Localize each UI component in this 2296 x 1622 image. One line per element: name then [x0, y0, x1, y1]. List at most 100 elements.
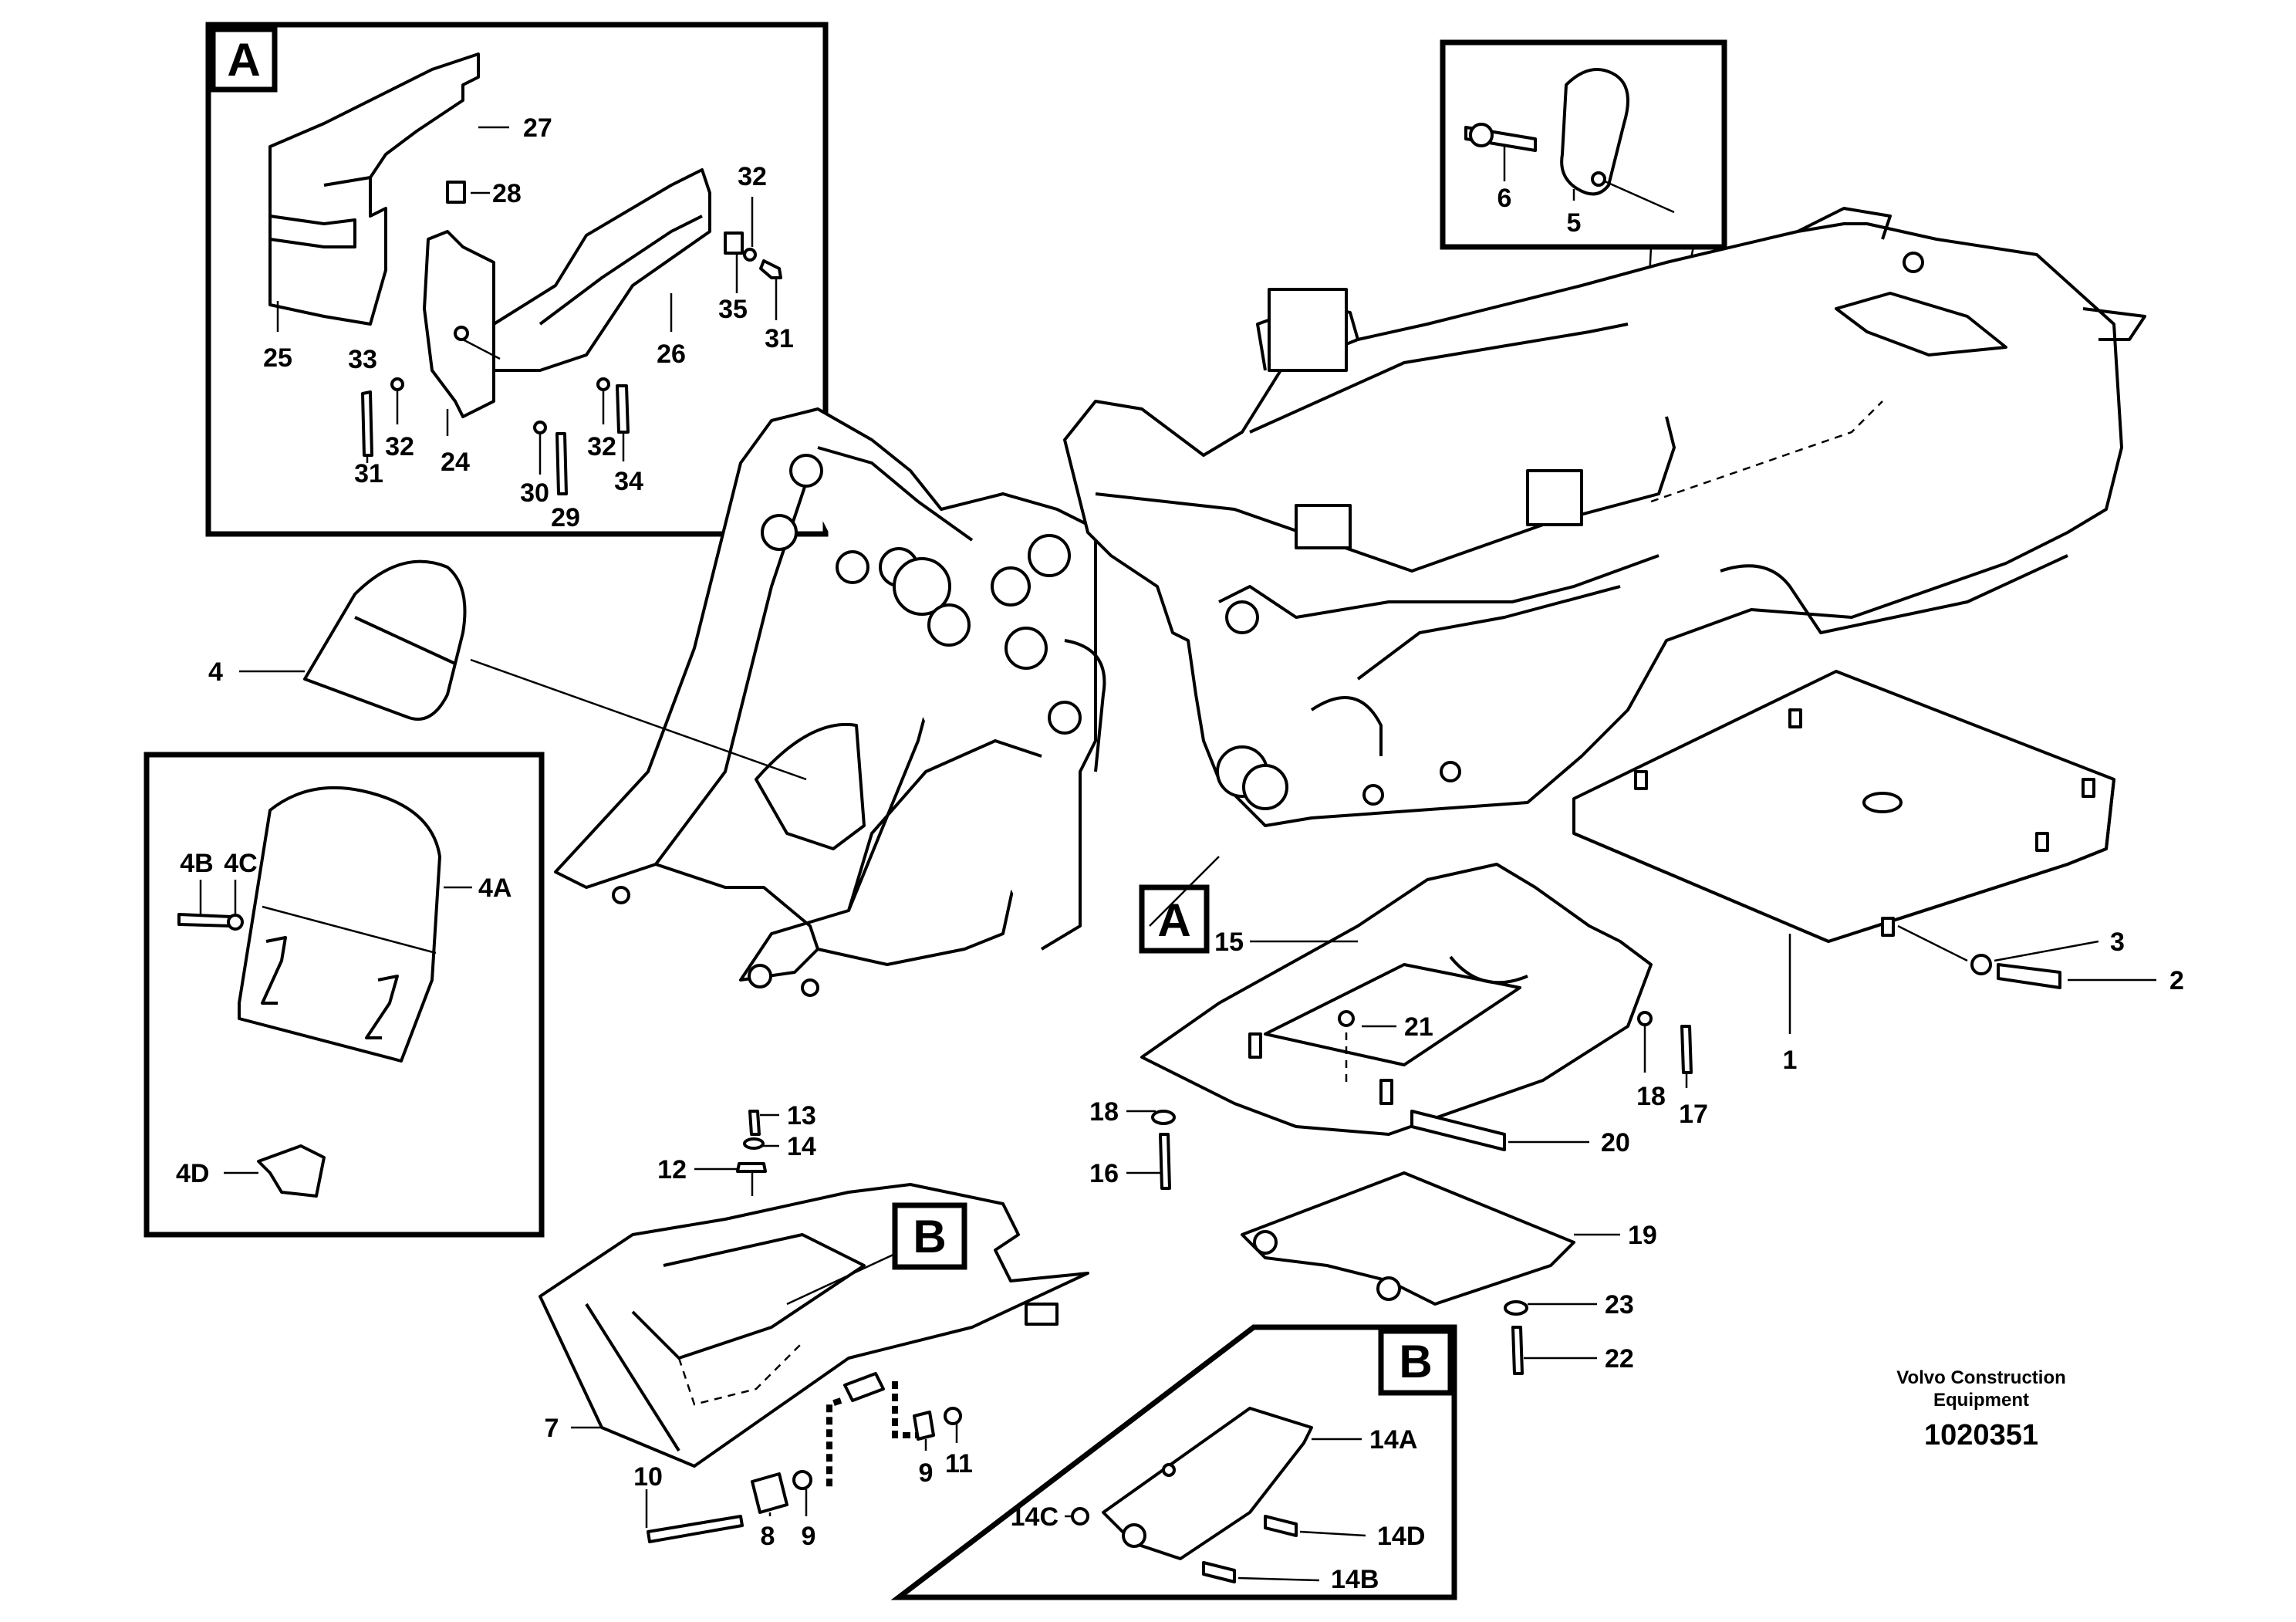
label-4b: 4B	[180, 849, 213, 878]
label-31-b: 31	[354, 459, 383, 488]
label-5: 5	[1567, 208, 1582, 238]
label-14: 14	[787, 1132, 816, 1161]
washer-33	[454, 326, 469, 341]
front-frame	[554, 407, 1106, 997]
label-34: 34	[614, 467, 643, 496]
bolt-16	[1159, 1133, 1171, 1190]
label-13: 13	[787, 1101, 816, 1130]
label-4c: 4C	[224, 849, 257, 878]
label-14b: 14B	[1331, 1565, 1379, 1594]
bolt-14b	[1202, 1561, 1236, 1583]
label-9-a: 9	[919, 1458, 934, 1488]
drawing-number: 1020351	[1924, 1419, 2038, 1451]
cover-4	[303, 559, 467, 721]
label-33: 33	[348, 345, 377, 374]
label-11: 11	[945, 1449, 973, 1478]
label-19: 19	[1628, 1221, 1657, 1250]
label-26: 26	[657, 340, 686, 369]
label-18-b: 18	[1636, 1082, 1666, 1111]
spacer-35	[724, 231, 744, 255]
cover-7	[539, 1183, 1089, 1468]
label-28: 28	[492, 179, 522, 208]
label-22: 22	[1605, 1344, 1634, 1374]
label-7: 7	[545, 1414, 559, 1443]
bolt-4b	[177, 913, 233, 928]
label-30: 30	[520, 478, 549, 508]
bolt-29	[555, 432, 568, 495]
washer-32-a	[743, 248, 757, 262]
label-20: 20	[1601, 1128, 1630, 1157]
bolt-14d	[1264, 1515, 1298, 1537]
ref-box-a: A	[1139, 884, 1210, 954]
brand-line-1: Volvo Construction	[1896, 1367, 2066, 1388]
floor-plate-15	[1140, 863, 1653, 1136]
label-14a: 14A	[1369, 1425, 1417, 1455]
ref-box-b: B	[892, 1202, 967, 1270]
washer-14	[743, 1137, 765, 1150]
washer-11	[944, 1407, 962, 1425]
bolt-20	[1410, 1110, 1506, 1151]
label-9-b: 9	[802, 1522, 816, 1551]
detail-box-a-label: A	[227, 34, 260, 86]
label-6: 6	[1497, 184, 1512, 213]
label-35: 35	[718, 295, 748, 324]
clip-4d	[257, 1144, 326, 1198]
bracket-24	[423, 230, 495, 418]
cover-panel-27	[268, 52, 480, 326]
label-18-a: 18	[1089, 1097, 1119, 1127]
bolt-34	[616, 384, 630, 434]
detail-box-b: B 14A 14C 14D 14B	[890, 1324, 1457, 1600]
label-32-a: 32	[738, 162, 767, 191]
washer-30	[533, 421, 547, 434]
footer-block: Volvo Construction Equipment 1020351	[1896, 1367, 2066, 1451]
label-1: 1	[1783, 1046, 1798, 1075]
detail-box-4a: 4B 4C 4A 4D	[144, 752, 545, 1238]
label-3: 3	[2110, 928, 2125, 957]
label-21: 21	[1404, 1012, 1433, 1042]
belly-plate-1	[1572, 670, 2115, 1034]
detail-box-plug: 6 5	[1440, 39, 1727, 250]
washer-3	[1970, 954, 1992, 975]
ref-box-b-label: B	[913, 1211, 946, 1262]
label-4: 4	[208, 657, 223, 687]
washer-12	[736, 1162, 767, 1173]
bolt-31-a	[759, 259, 782, 279]
washer-14c	[1071, 1507, 1089, 1526]
label-31-a: 31	[765, 324, 794, 353]
label-24: 24	[441, 448, 470, 477]
label-27: 27	[523, 113, 552, 143]
bolt-31-b	[361, 390, 373, 457]
label-32-c: 32	[587, 432, 616, 461]
brand-line-2: Equipment	[1933, 1390, 2029, 1411]
cover-plate-4a	[238, 786, 441, 1063]
washer-4c	[227, 914, 244, 931]
bolt-22	[1511, 1326, 1524, 1375]
bushing-upper	[843, 1372, 885, 1402]
bolt-13	[748, 1110, 761, 1136]
washer-32-b	[390, 377, 404, 391]
label-10: 10	[633, 1462, 663, 1492]
label-14c: 14C	[1011, 1502, 1059, 1532]
label-25: 25	[263, 343, 292, 373]
washer-23	[1504, 1300, 1528, 1316]
bolt-2	[1997, 963, 2061, 989]
label-17: 17	[1679, 1100, 1708, 1129]
ref-box-a-label: A	[1157, 894, 1190, 946]
washer-9	[792, 1470, 812, 1490]
detail-box-a: A	[205, 22, 829, 537]
label-4a: 4A	[478, 874, 512, 903]
washer-18-a	[1151, 1110, 1176, 1125]
label-4d: 4D	[176, 1159, 209, 1188]
bushing-8	[751, 1472, 788, 1514]
bolt-17	[1680, 1025, 1693, 1074]
bolt-6-head	[1469, 123, 1494, 147]
nut-28	[446, 181, 466, 204]
label-2: 2	[2169, 966, 2184, 995]
detail-box-b-label: B	[1399, 1336, 1432, 1387]
plate-19	[1241, 1171, 1575, 1306]
bushing-9	[913, 1411, 935, 1441]
bolt-10	[647, 1515, 744, 1543]
label-32-b: 32	[385, 432, 414, 461]
label-8: 8	[761, 1522, 775, 1551]
